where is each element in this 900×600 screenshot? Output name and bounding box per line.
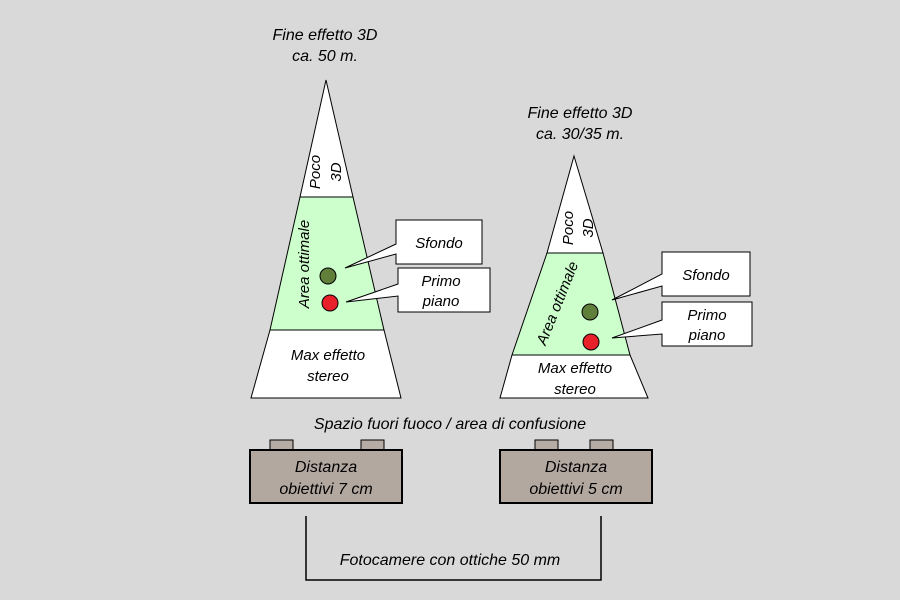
right-camera-body — [499, 449, 653, 504]
right-camera-button-1 — [534, 439, 559, 451]
out-of-focus-label: Spazio fuori fuoco / area di confusione — [314, 416, 586, 433]
left-callout-background-label: Sfondo — [415, 235, 463, 252]
right-camera-label-line1: Distanza — [545, 459, 607, 476]
right-cone-bottom-zone-label-line1: Max effetto — [538, 360, 612, 377]
left-camera-label-line2: obiettivi 7 cm — [279, 481, 372, 498]
left-cone-caption-line2: ca. 50 m. — [292, 48, 358, 65]
left-callout-foreground-label-line2: piano — [422, 293, 460, 310]
left-foreground-dot — [321, 294, 339, 312]
left-cone-bottom-zone — [250, 329, 402, 399]
left-callout-foreground-box — [345, 267, 491, 313]
left-cone-middle-zone-label: Area ottimale — [296, 220, 313, 309]
left-callout-background-box — [344, 219, 483, 269]
left-camera: Distanza obiettivi 7 cm — [249, 439, 403, 504]
left-camera-button-2 — [360, 439, 385, 451]
right-callout-background-box — [611, 251, 751, 301]
bracket-label: Fotocamere con ottiche 50 mm — [340, 552, 561, 569]
left-camera-button-1 — [269, 439, 294, 451]
right-cone-caption-line2: ca. 30/35 m. — [536, 126, 624, 143]
right-callout-foreground-box — [611, 301, 753, 347]
right-camera-label-line2: obiettivi 5 cm — [529, 481, 622, 498]
right-foreground-dot — [582, 333, 600, 351]
right-camera: Distanza obiettivi 5 cm — [499, 439, 653, 504]
left-camera-body — [249, 449, 403, 504]
right-camera-button-2 — [589, 439, 614, 451]
camera-bracket — [305, 516, 602, 581]
left-cone: Fine effetto 3D ca. 50 m. Poco 3D Area o… — [250, 27, 491, 399]
right-cone: Fine effetto 3D ca. 30/35 m. Poco 3D Are… — [499, 105, 753, 399]
right-callout-background-label: Sfondo — [682, 267, 730, 284]
left-background-dot — [319, 267, 337, 285]
left-camera-label-line1: Distanza — [295, 459, 357, 476]
right-callout-foreground-label-line1: Primo — [687, 307, 726, 324]
left-cone-top-zone-label-line2: 3D — [328, 162, 345, 181]
right-cone-bottom-zone-label-line2: stereo — [554, 381, 596, 398]
left-cone-bottom-zone-label-line1: Max effetto — [291, 347, 365, 364]
right-cone-bottom-zone — [499, 354, 649, 399]
right-cone-caption-line1: Fine effetto 3D — [528, 105, 633, 122]
left-cone-bottom-zone-label-line2: stereo — [307, 368, 349, 385]
left-cone-top-zone-label-line1: Poco — [307, 155, 324, 189]
left-cone-caption-line1: Fine effetto 3D — [273, 27, 378, 44]
right-background-dot — [581, 303, 599, 321]
left-callout-foreground-label-line1: Primo — [421, 273, 460, 290]
right-cone-top-zone-label-line2: 3D — [580, 218, 597, 237]
right-callout-foreground-label-line2: piano — [688, 327, 726, 344]
right-cone-top-zone-label-line1: Poco — [560, 211, 577, 245]
